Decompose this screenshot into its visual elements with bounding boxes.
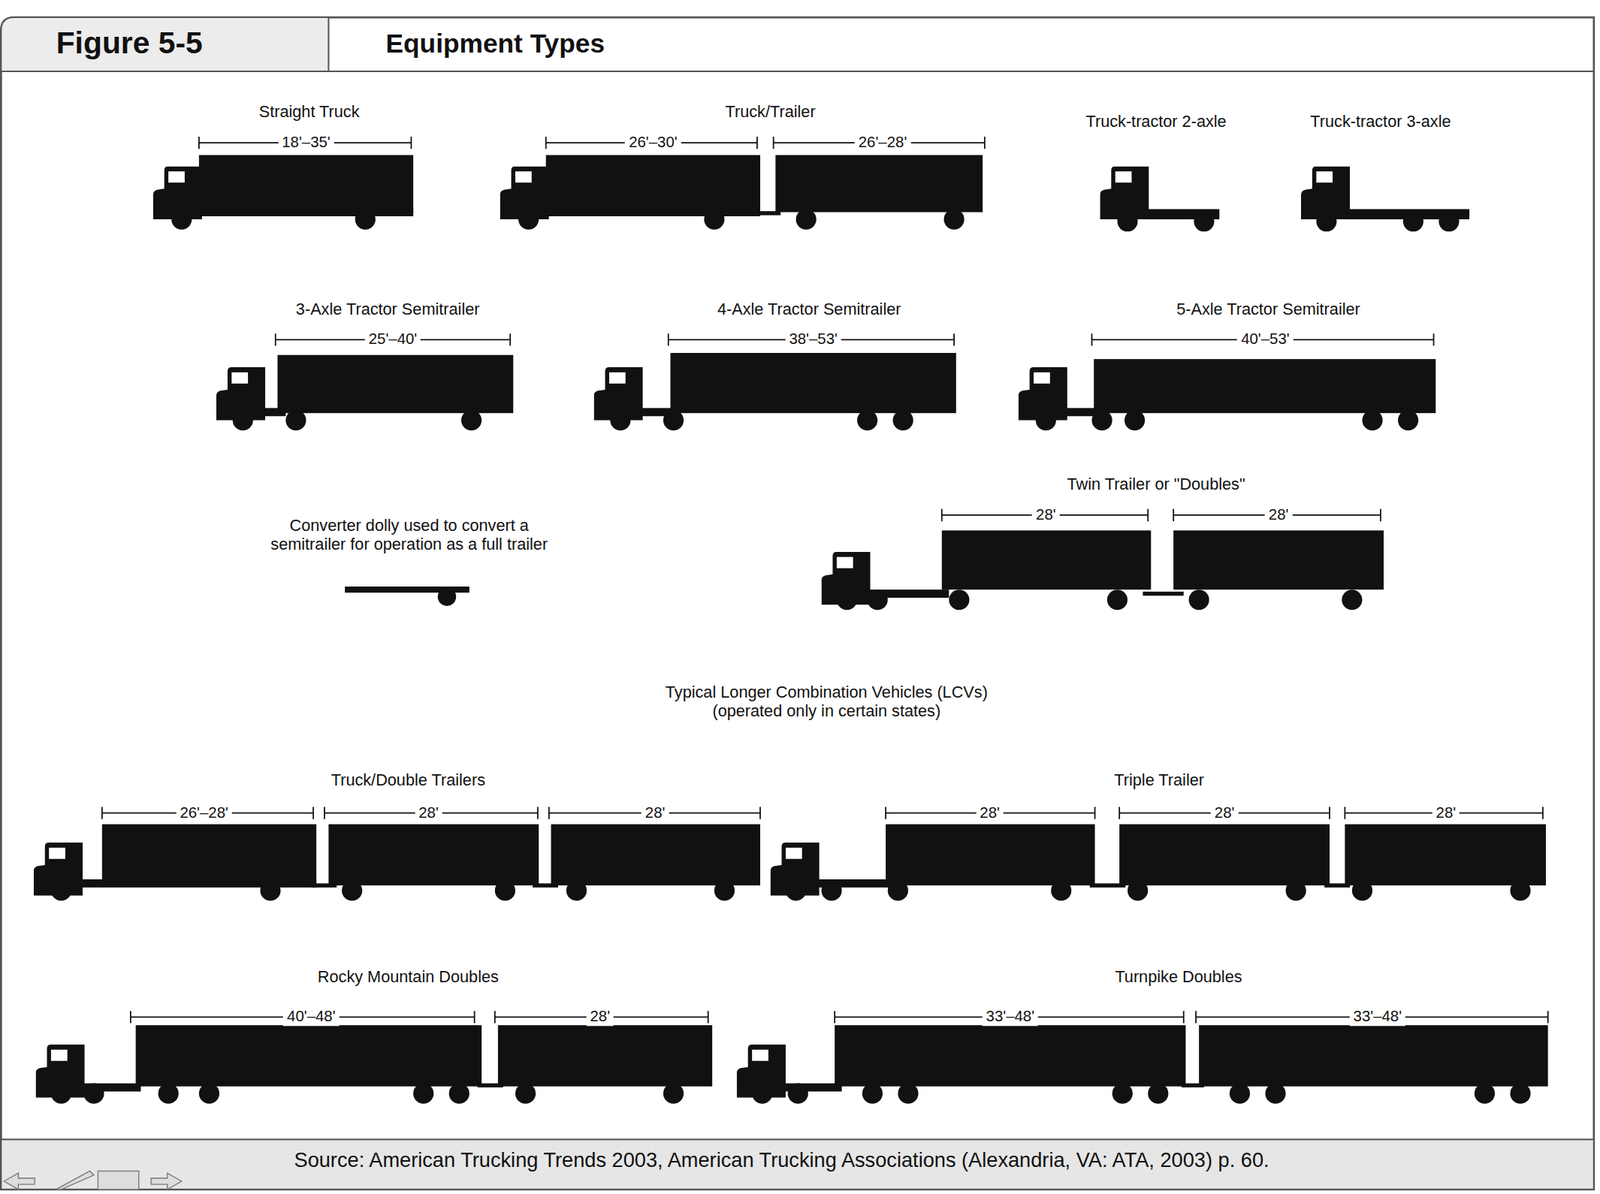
dimension: 18'–35' xyxy=(277,133,335,151)
dimension: 28' xyxy=(414,804,443,822)
vehicle-name: Twin Trailer or "Doubles" xyxy=(1066,475,1245,495)
vehicle-name: Turnpike Doubles xyxy=(1114,968,1242,988)
vehicle-name: Truck-tractor 2-axle xyxy=(1084,111,1228,131)
dimension: 26'–28' xyxy=(854,133,912,151)
vehicle-name: Truck/Double Trailers xyxy=(331,771,486,791)
vehicle-name: 4-Axle Tractor Semitrailer xyxy=(717,299,902,319)
source-caption: Source: American Trucking Trends 2003, A… xyxy=(294,1148,1270,1172)
vehicle-name: 3-Axle Tractor Semitrailer xyxy=(295,299,480,319)
vehicle-name: 5-Axle Tractor Semitrailer xyxy=(1176,299,1361,319)
figure-title: Equipment Types xyxy=(385,28,605,60)
dimension: 33'–48' xyxy=(982,1008,1039,1027)
dimension: 28' xyxy=(641,804,670,822)
dimension: 40'–53' xyxy=(1237,331,1294,349)
dimension: 33'–48' xyxy=(1349,1008,1407,1027)
vehicle-name: Rocky Mountain Doubles xyxy=(317,968,499,988)
dimension: 28' xyxy=(1264,506,1293,524)
vehicle-name: Straight Truck xyxy=(259,102,360,122)
dimension: 28' xyxy=(1432,804,1461,822)
section-heading: Typical Longer Combination Vehicles (LCV… xyxy=(632,683,1021,722)
dimension: 28' xyxy=(585,1008,614,1027)
dimension: 38'–53' xyxy=(784,331,842,349)
dimension: 28' xyxy=(1032,506,1060,524)
dolly-note: Converter dolly used to convert a semitr… xyxy=(256,516,563,555)
dimension: 28' xyxy=(975,804,1004,822)
dimension: 26'–28' xyxy=(175,804,233,822)
vehicle-name: Truck/Trailer xyxy=(725,102,816,122)
dimension: 40'–48' xyxy=(283,1008,340,1027)
dimension: 25'–40' xyxy=(365,331,422,349)
vehicle-name: Triple Trailer xyxy=(1113,771,1205,791)
dimension: 28' xyxy=(1210,804,1239,822)
figure-number: Figure 5-5 xyxy=(56,25,203,61)
dimension: 26'–30' xyxy=(624,133,682,151)
vehicle-name: Truck-tractor 3-axle xyxy=(1309,111,1453,131)
